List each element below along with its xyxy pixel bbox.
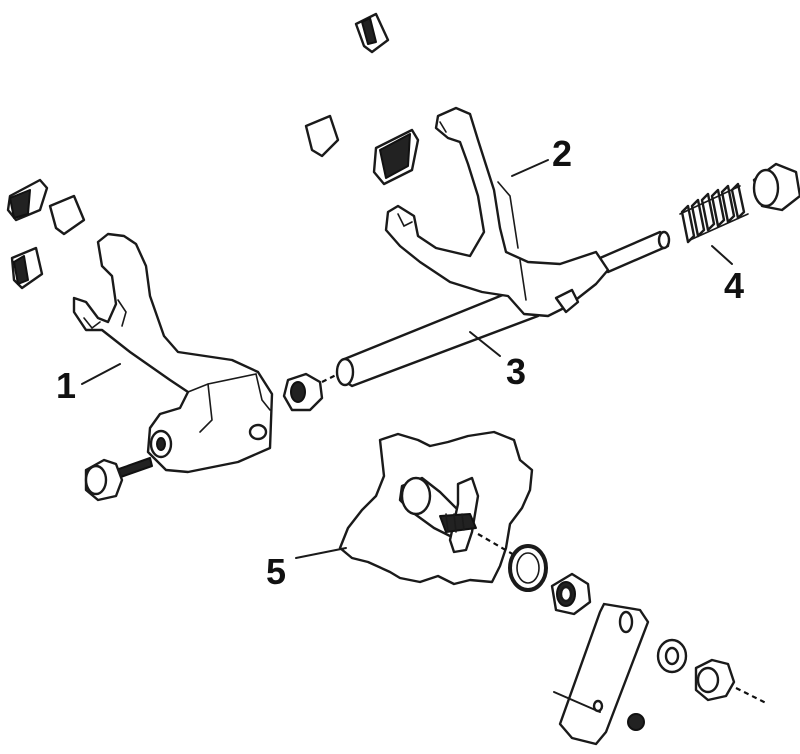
leader-lines (81, 159, 733, 559)
spring-coil (730, 182, 746, 220)
fork-pad (304, 114, 340, 158)
fork-2-body (384, 106, 610, 318)
fork-1-body (72, 232, 274, 474)
fork-pads-top (304, 12, 420, 186)
housing-5 (338, 430, 534, 586)
leader-line-5 (295, 547, 347, 559)
shift-lever-line (553, 691, 601, 713)
callout-1: 1 (56, 365, 76, 406)
fork-2-tip-detail (439, 121, 447, 133)
spring-coil (720, 184, 736, 224)
nut-axis-line (735, 687, 769, 705)
washer (656, 638, 688, 674)
housing-axis-line (477, 533, 517, 557)
rail-bushing (282, 372, 339, 412)
detent-spring-4 (679, 182, 749, 244)
fork-pad-face (379, 133, 411, 179)
leader-line-1 (81, 363, 121, 385)
sleeve-end (752, 168, 780, 208)
fork-1-edge (199, 383, 213, 433)
washer-inner (664, 646, 680, 666)
shift-lever-arm (558, 602, 650, 746)
leader-line-4 (711, 245, 733, 265)
shift-rail-end (335, 357, 355, 387)
plug-1 (84, 457, 153, 502)
fork-pads-left (6, 178, 86, 290)
shift-rail-3 (335, 230, 671, 388)
shift-lever-bolt (627, 713, 645, 731)
callouts: 1 2 3 4 5 (56, 133, 744, 592)
shift-lever (553, 602, 650, 746)
callout-5: 5 (266, 551, 286, 592)
seal (550, 572, 592, 616)
leader-line-2 (511, 159, 549, 177)
plug-1-face (84, 464, 108, 496)
shift-rail-tip (657, 230, 671, 250)
spring-coil (690, 198, 706, 238)
fork-1-edge (255, 373, 271, 411)
fork-pad-face (9, 189, 31, 219)
callout-4: 4 (724, 265, 744, 306)
callout-3: 3 (506, 351, 526, 392)
leader-line-3 (469, 331, 501, 357)
o-ring-inner (516, 552, 540, 584)
spring-coil (680, 204, 696, 244)
spring-coil (710, 188, 726, 228)
spring-outline (679, 185, 749, 241)
housing-thread (439, 513, 477, 533)
fork-1-pin (248, 423, 268, 441)
fork-2-boss (554, 288, 580, 314)
fork-2-tip-detail (397, 213, 413, 228)
nut-face (696, 666, 720, 694)
housing-thread-lines (445, 513, 465, 533)
shift-rail-upper (598, 230, 670, 274)
fork-2-edge (519, 259, 527, 301)
fork-1-bore-inner (156, 437, 166, 451)
rail-bushing-hole (290, 381, 306, 403)
housing-shaft-boss (400, 476, 432, 516)
nut (694, 658, 769, 705)
fork-1-tip-detail (83, 317, 101, 330)
shift-lever-hole (618, 610, 634, 634)
fork-pad-face (361, 17, 377, 45)
shift-fork-1 (72, 232, 274, 474)
fork-1-tip-detail (117, 299, 127, 327)
fork-2-edge (497, 181, 519, 249)
shift-fork-2 (384, 106, 610, 318)
o-ring (508, 544, 548, 592)
seal-center (559, 585, 573, 603)
sleeve (752, 162, 800, 212)
callout-2: 2 (552, 133, 572, 174)
fork-pad-face (13, 255, 29, 285)
fork-pad (48, 194, 86, 236)
rail-bushing-line (321, 373, 339, 383)
